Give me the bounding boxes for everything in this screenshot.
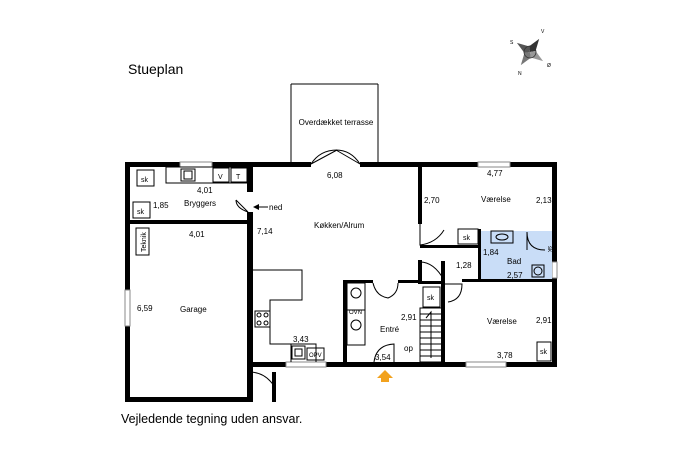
technical-room-label: Teknik <box>141 232 148 252</box>
stairs-down-arrow-icon <box>253 204 268 210</box>
dim-kitchen-side: 7,14 <box>257 227 273 236</box>
utility-closet-label-2: sk <box>137 209 145 216</box>
room-label-bedroom-bottom: Værelse <box>487 317 517 326</box>
kitchen-sink-icon <box>291 345 306 360</box>
dryer-label: T <box>236 174 241 181</box>
dim-utility-side: 1,85 <box>153 201 169 210</box>
bedroom-bottom-closet-label: sk <box>540 349 548 356</box>
compass-letter-n: N <box>518 71 522 77</box>
disclaimer-text: Vejledende tegning uden ansvar. <box>121 412 303 426</box>
room-label-garage: Garage <box>180 305 207 314</box>
dim-bedroom-bottom-width: 3,78 <box>497 351 513 360</box>
utility-fixtures <box>132 166 249 219</box>
room-label-kitchen: Køkken/Alrum <box>314 221 365 230</box>
oven-label: OVN <box>349 310 362 316</box>
cooktop-icon <box>254 310 271 328</box>
room-label-entrance: Entré <box>380 325 400 334</box>
doors <box>235 149 463 387</box>
compass-rose-icon <box>516 38 544 66</box>
dim-bedroom-top-right: 2,13 <box>536 196 552 205</box>
dim-entrance-side: 2,91 <box>401 313 417 322</box>
utility-closet-label: sk <box>141 177 149 184</box>
oven-column <box>346 282 366 346</box>
dim-garage-top: 4,01 <box>189 230 205 239</box>
staircase <box>419 307 443 363</box>
dim-garage-side: 6,59 <box>137 304 153 313</box>
entrance-arrow-icon <box>377 370 393 382</box>
dim-bedroom-top-width: 4,77 <box>487 169 503 178</box>
stairs-up-label: op <box>404 344 413 353</box>
dim-bath-left: 1,28 <box>456 261 472 270</box>
dishwasher-label: OPV <box>309 353 322 359</box>
kitchen-counter <box>253 269 317 362</box>
hall-closet-label: sk <box>427 295 435 302</box>
washer-label: V <box>218 174 223 181</box>
dim-bedroom-bottom-right: 2,91 <box>536 316 552 325</box>
dim-bedroom-top-left: 2,70 <box>424 196 440 205</box>
compass-letter-o: Ø <box>547 63 551 69</box>
bathroom-vent-label: sk <box>546 246 552 253</box>
stair-direction-line <box>425 310 432 358</box>
dishwasher-box <box>306 347 325 361</box>
bathroom-fixtures <box>490 230 546 278</box>
compass-letter-s: S <box>510 40 514 46</box>
dim-utility-top: 4,01 <box>197 186 213 195</box>
dim-bath-height: 2,57 <box>507 271 523 280</box>
bedroom-top-closet-box <box>457 228 479 245</box>
bedroom-bottom-closet-box <box>536 341 552 362</box>
dim-kitchen-bottom: 3,43 <box>293 335 309 344</box>
dim-kitchen-top: 6,08 <box>327 171 343 180</box>
room-label-utility: Bryggers <box>184 199 216 208</box>
technical-room-box <box>135 227 150 256</box>
dim-entrance-width: 3,54 <box>375 353 391 362</box>
room-label-terrace: Overdækket terrasse <box>299 118 374 127</box>
room-label-bath: Bad <box>507 257 521 266</box>
stairs-down-label: ned <box>269 203 282 212</box>
dim-bath-width: 1,84 <box>483 248 499 257</box>
covered-terrace <box>290 83 379 165</box>
plan-title: Stueplan <box>128 61 184 77</box>
windows <box>124 161 558 368</box>
room-label-bedroom-top: Værelse <box>481 195 511 204</box>
compass-letter-v: V <box>541 29 545 35</box>
bedroom-top-closet-label: sk <box>463 235 471 242</box>
bathroom-floor <box>481 231 552 279</box>
hall-closet-box <box>422 286 441 308</box>
